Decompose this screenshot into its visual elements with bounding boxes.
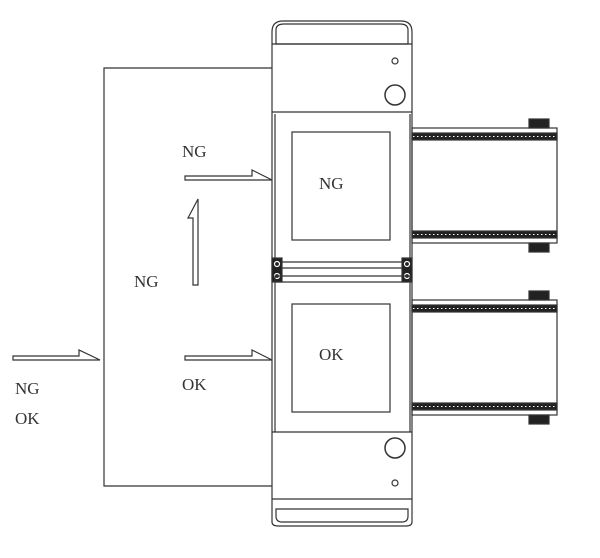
label-route-ng-top: NG [182,142,207,161]
label-tray-ok: OK [319,345,344,364]
arrow-ng-up-icon [187,198,199,286]
indicator-light-icon [391,57,399,65]
label-tray-ng: NG [319,174,344,193]
conveyor-ng [411,118,558,253]
tray-ok [291,303,391,413]
label-input-ok: OK [15,409,40,428]
label-route-ok: OK [182,375,207,394]
arrow-ok-right-icon [184,349,273,361]
arrow-ng-right-icon [184,169,273,181]
sorting-machine [271,20,413,527]
label-route-ng-up: NG [134,272,159,291]
conveyor-ok [411,290,558,425]
label-input-ng: NG [15,379,40,398]
button-icon [384,84,406,106]
feed-enclosure [103,67,272,487]
button-icon [384,437,406,459]
indicator-light-icon [391,479,399,487]
tray-ng [291,131,391,241]
arrow-input-icon [12,349,101,361]
